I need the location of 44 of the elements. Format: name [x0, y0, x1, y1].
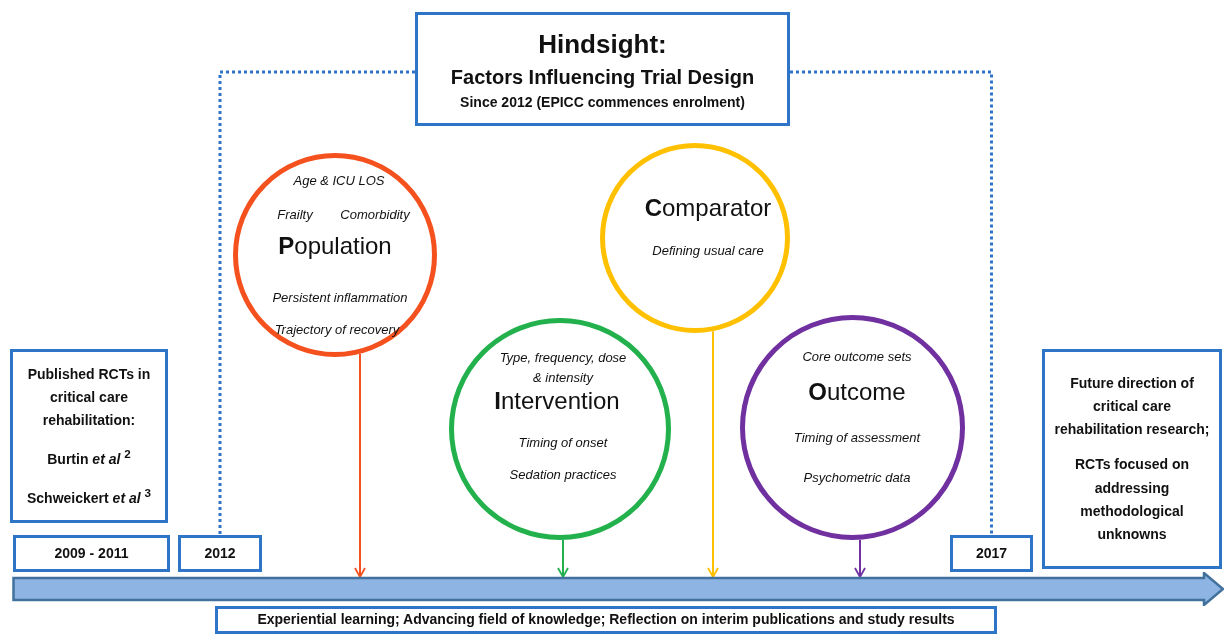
- arrow: [707, 330, 719, 578]
- topic-note: Defining usual care: [652, 242, 764, 260]
- topic-circle: [449, 318, 671, 540]
- topic-note: Psychometric data: [803, 469, 911, 487]
- topic-circle: [233, 153, 437, 357]
- topic-note: Frailty: [277, 206, 313, 224]
- box-text: Experiential learning; Advancing field of knowledge; Reflection on interim publications and study results: [257, 610, 955, 630]
- topic-note: Core outcome sets: [802, 348, 912, 366]
- text-box: [13, 535, 170, 572]
- dotted-connector: [218, 70, 415, 535]
- topic-circle: [600, 143, 790, 333]
- box-text: Future direction of critical care rehabilitation research;: [1053, 374, 1211, 440]
- text-box: [10, 349, 168, 523]
- text-box: [1042, 349, 1222, 569]
- text-box: [215, 606, 997, 634]
- box-text: Published RCTs in critical care rehabilitation:: [26, 364, 152, 430]
- topic-note: Type, frequency, dose & intensity: [498, 349, 628, 388]
- topic-note: Timing of assessment: [793, 429, 921, 447]
- arrow: [557, 538, 569, 578]
- box-text: Factors Influencing Trial Design: [450, 65, 755, 91]
- arrow: [354, 352, 366, 578]
- topic-note: Sedation practices: [509, 466, 617, 484]
- box-text: 2012: [204, 543, 236, 563]
- topic-note: Timing of onset: [518, 434, 608, 452]
- box-text: Schweickert et al $^{3}$: [27, 484, 151, 508]
- box-text: Since 2012 (EPICC commences enrolment): [460, 93, 745, 113]
- dotted-connector: [790, 70, 993, 535]
- arrow: [854, 538, 866, 578]
- text-box: [178, 535, 262, 572]
- topic-note: Age & ICU LOS: [293, 172, 385, 190]
- topic-note: Comorbidity: [340, 206, 410, 224]
- topic-heading: Intervention: [494, 388, 620, 415]
- text-box: [950, 535, 1033, 572]
- topic-heading: Population: [278, 233, 392, 260]
- topic-heading: Comparator: [644, 195, 772, 222]
- topic-note: Persistent inflammation: [272, 289, 408, 307]
- box-text: Burtin et al $^{2}$: [47, 445, 131, 469]
- topic-circle: [740, 315, 965, 540]
- topic-heading: Outcome: [808, 379, 906, 406]
- box-text: 2017: [975, 543, 1008, 563]
- box-text: RCTs focused on addressing methodological unknowns: [1073, 455, 1191, 544]
- box-text: 2009 - 2011: [54, 543, 129, 563]
- header-box: [415, 12, 790, 126]
- heading-text: Hindsight:: [538, 27, 667, 61]
